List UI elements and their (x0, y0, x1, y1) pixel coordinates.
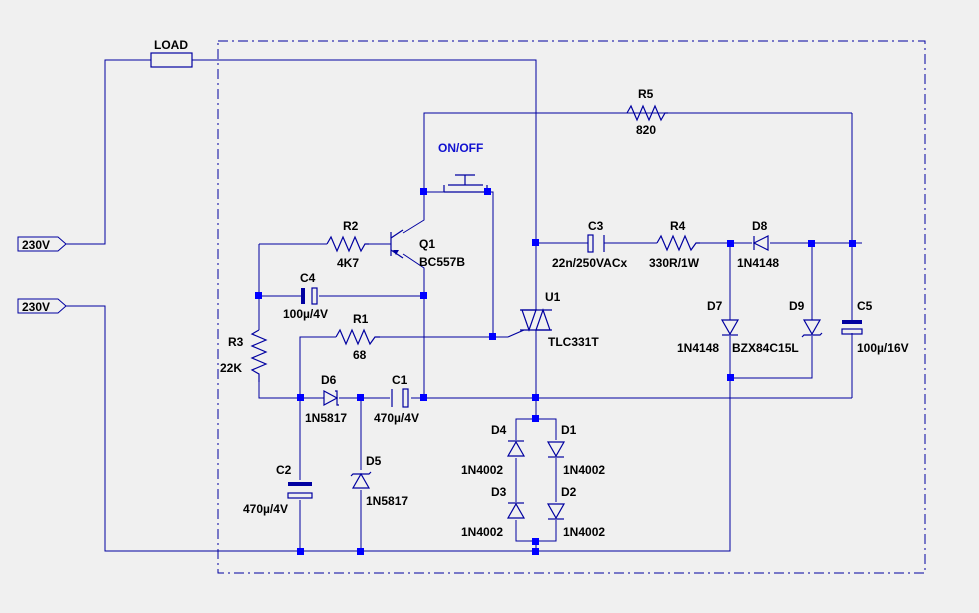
port-label: 230V (22, 300, 50, 314)
r1-ref: R1 (353, 312, 369, 326)
resistor-r3: R3 22K (220, 329, 268, 382)
diode-d8: D8 1N4148 (737, 219, 779, 270)
resistor-r4: R4 330R/1W (649, 219, 700, 270)
port-230v-bottom: 230V (17, 298, 67, 314)
d8-value: 1N4148 (737, 256, 779, 270)
diode-d2: D2 1N4002 (546, 485, 605, 539)
d5-ref: D5 (366, 454, 382, 468)
c1-ref: C1 (392, 373, 408, 387)
resistor-r2: R2 4K7 (326, 219, 369, 270)
c2-ref: C2 (276, 463, 292, 477)
c4-ref: C4 (300, 271, 316, 285)
r2-value: 4K7 (337, 256, 359, 270)
capacitor-c4: C4 100µ/4V (283, 271, 328, 321)
diode-d6: D6 1N5817 (305, 373, 347, 425)
c3-ref: C3 (588, 219, 604, 233)
d1-ref: D1 (561, 423, 577, 437)
resistor-r5: R5 820 (608, 87, 668, 137)
wires (66, 59, 862, 552)
d6-value: 1N5817 (305, 411, 347, 425)
diode-d4: D4 1N4002 (461, 423, 526, 477)
d9-ref: D9 (789, 299, 805, 313)
d7-value: 1N4148 (677, 341, 719, 355)
c2-value: 470µ/4V (243, 502, 288, 516)
r4-ref: R4 (670, 219, 686, 233)
capacitor-c2: C2 470µ/4V (243, 463, 313, 516)
d4-value: 1N4002 (461, 463, 503, 477)
on-off-switch[interactable]: ON/OFF (438, 141, 488, 193)
junction-dots (255, 188, 856, 555)
r4-value: 330R/1W (649, 256, 700, 270)
diode-d7: D7 1N4148 (677, 299, 740, 355)
d3-ref: D3 (491, 485, 507, 499)
port-label: 230V (22, 238, 50, 252)
r2-ref: R2 (343, 219, 359, 233)
q1-value: BC557B (419, 255, 465, 269)
r1-value: 68 (353, 348, 367, 362)
r3-value: 22K (220, 361, 242, 375)
diode-d3: D3 1N4002 (461, 485, 526, 539)
capacitor-c1: C1 470µ/4V (374, 373, 419, 425)
c1-value: 470µ/4V (374, 411, 419, 425)
d8-ref: D8 (752, 219, 768, 233)
q1-ref: Q1 (419, 237, 435, 251)
u1-value: TLC331T (548, 335, 599, 349)
r5-value: 820 (636, 123, 656, 137)
u1-ref: U1 (545, 290, 561, 304)
diode-d5: D5 1N5817 (350, 454, 408, 508)
c4-value: 100µ/4V (283, 307, 328, 321)
diode-d1: D1 1N4002 (546, 423, 605, 477)
transistor-q1: Q1 BC557B (390, 229, 465, 269)
d9-value: BZX84C15L (732, 341, 799, 355)
d5-value: 1N5817 (366, 494, 408, 508)
port-230v-top: 230V (17, 236, 67, 252)
d4-ref: D4 (491, 423, 507, 437)
d6-ref: D6 (321, 373, 337, 387)
r3-ref: R3 (228, 335, 244, 349)
switch-label: ON/OFF (438, 141, 483, 155)
capacitor-c5: C5 100µ/16V (841, 299, 909, 355)
d7-ref: D7 (707, 299, 723, 313)
r5-ref: R5 (638, 87, 654, 101)
load-resistor: LOAD (150, 38, 193, 68)
zener-d9: D9 BZX84C15L (732, 299, 823, 355)
d3-value: 1N4002 (461, 525, 503, 539)
c5-value: 100µ/16V (857, 341, 909, 355)
c5-ref: C5 (857, 299, 873, 313)
load-label: LOAD (154, 38, 188, 52)
d2-ref: D2 (561, 485, 577, 499)
c3-value: 22n/250VACx (552, 256, 627, 270)
triac-u1: U1 TLC331T (507, 290, 599, 349)
d1-value: 1N4002 (563, 463, 605, 477)
resistor-r1: R1 68 (335, 312, 380, 362)
capacitor-c3: C3 22n/250VACx (552, 219, 627, 270)
d2-value: 1N4002 (563, 525, 605, 539)
